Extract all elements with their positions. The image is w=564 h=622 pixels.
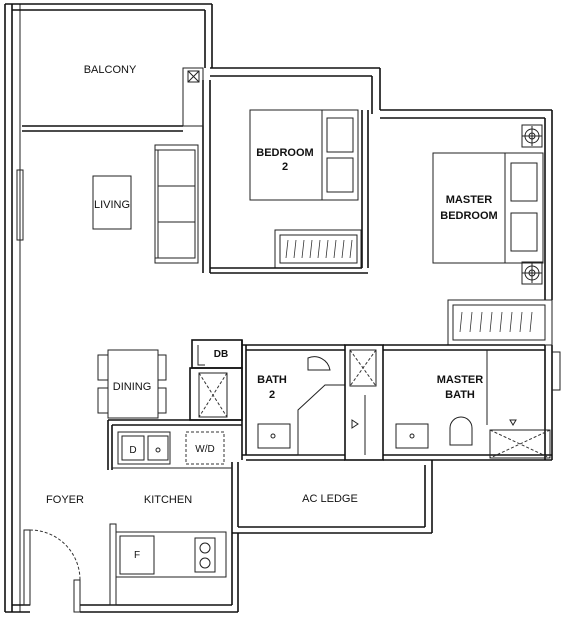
- kitchen: KITCHEN F: [109, 494, 227, 606]
- sink: [147, 435, 169, 461]
- sofa: [154, 144, 199, 264]
- bed-bedroom-2: [249, 109, 359, 201]
- lamp-icon: [521, 261, 543, 285]
- stove-icon: [194, 537, 216, 573]
- dryer-label: D: [129, 445, 136, 456]
- outer-walls: [4, 3, 561, 613]
- master-bath-label-line2: BATH: [445, 389, 475, 401]
- foyer-label: FOYER: [46, 494, 84, 506]
- balcony-label: BALCONY: [84, 64, 137, 76]
- db-label: DB: [214, 349, 228, 360]
- kitchen-label: KITCHEN: [144, 494, 192, 506]
- bath-2: BATH 2: [241, 340, 346, 461]
- foyer: FOYER: [23, 494, 84, 613]
- bedroom-2-label-line2: 2: [282, 161, 288, 173]
- master-bedroom: MASTER BEDROOM: [432, 124, 553, 346]
- bath-2-label-line1: BATH: [257, 374, 287, 386]
- kitchen-upper-counter: D W/D: [107, 419, 242, 470]
- dining-table: [107, 349, 159, 419]
- entrance-door: [23, 529, 81, 613]
- bedroom-2-label-line1: BEDROOM: [256, 147, 313, 159]
- master-bath: MASTER BATH: [383, 344, 551, 459]
- dryer: [121, 435, 145, 461]
- lamp-icon: [521, 124, 543, 148]
- shower-tray: [489, 419, 551, 459]
- coffee-table: [92, 175, 132, 230]
- bedroom-2: BEDROOM 2: [210, 109, 368, 274]
- wardrobe-master-bedroom: [447, 299, 553, 346]
- toilet: [449, 416, 473, 446]
- db-room: DB: [191, 339, 243, 369]
- living-room: LIVING: [92, 144, 199, 264]
- bed-master-bedroom: [432, 152, 544, 264]
- fridge: [119, 535, 155, 575]
- service-shaft: [189, 367, 243, 421]
- living-label: LIVING: [94, 199, 130, 211]
- wardrobe-bedroom-2: [274, 229, 362, 269]
- master-bedroom-label-line2: BEDROOM: [440, 210, 497, 222]
- service-shaft-2: [344, 344, 384, 461]
- washer-dryer-label: W/D: [195, 444, 214, 455]
- basin: [395, 423, 429, 449]
- dining-area: DINING: [97, 349, 167, 419]
- master-bedroom-label-line1: MASTER: [446, 194, 493, 206]
- master-bath-label-line1: MASTER: [437, 374, 484, 386]
- living-window: [16, 169, 24, 241]
- dining-label: DINING: [113, 381, 152, 393]
- basin: [257, 423, 291, 449]
- fridge-label: F: [134, 550, 140, 561]
- bath-2-label-line2: 2: [269, 389, 275, 401]
- ac-ledge-label: AC LEDGE: [302, 493, 358, 505]
